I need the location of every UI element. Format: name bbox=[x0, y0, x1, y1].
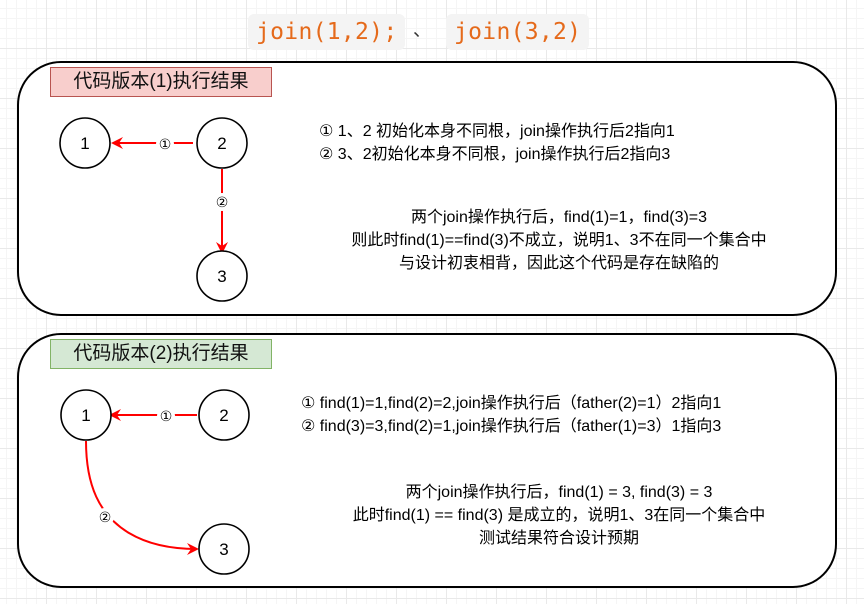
svg-text:2: 2 bbox=[219, 406, 228, 425]
panel-1-steps: ① 1、2 初始化本身不同根，join操作执行后2指向1 ② 3、2初始化本身不… bbox=[319, 120, 675, 166]
panel-1-tag: 代码版本(1)执行结果 bbox=[50, 67, 272, 97]
svg-text:3: 3 bbox=[219, 540, 228, 559]
step-line: ① 1、2 初始化本身不同根，join操作执行后2指向1 bbox=[319, 123, 675, 140]
summary-line: 两个join操作执行后，find(1)=1，find(3)=3 bbox=[410, 209, 708, 226]
step-line: ② find(3)=3,find(2)=1,join操作执行后（father(1… bbox=[301, 418, 722, 435]
panel-2-steps: ① find(1)=1,find(2)=2,join操作执行后（father(2… bbox=[301, 392, 721, 438]
edge-label-2: ② bbox=[216, 195, 229, 211]
step-line: ① find(1)=1,find(2)=2,join操作执行后（father(2… bbox=[301, 395, 722, 412]
edge-label-2: ② bbox=[99, 510, 112, 526]
edge-label-1: ① bbox=[159, 137, 172, 153]
panel-version-2: 代码版本(2)执行结果 ① ② 1 2 3 ① find(1)=1,find(2 bbox=[17, 333, 837, 588]
svg-text:2: 2 bbox=[217, 134, 226, 153]
node-3: 3 bbox=[198, 523, 250, 575]
panel-1-summary: 两个join操作执行后，find(1)=1，find(3)=3 则此时find(… bbox=[259, 206, 859, 275]
svg-text:1: 1 bbox=[81, 406, 90, 425]
code-join-3-2: join(3,2) bbox=[446, 14, 590, 50]
node-3: 3 bbox=[196, 250, 248, 302]
node-1: 1 bbox=[59, 117, 111, 169]
panel-1-diagram: ① ② 1 2 3 bbox=[59, 117, 248, 302]
edge-1-to-3 bbox=[85, 440, 199, 555]
node-2: 2 bbox=[196, 117, 248, 169]
panel-version-1: 代码版本(1)执行结果 ① ② 1 2 3 ① 1、2 初始化本身不同根，joi bbox=[17, 61, 837, 316]
summary-line: 两个join操作执行后，find(1) = 3, find(3) = 3 bbox=[405, 484, 713, 501]
summary-line: 则此时find(1)==find(3)不成立，说明1、3不在同一个集合中 bbox=[351, 232, 767, 249]
summary-line: 与设计初衷相背，因此这个代码是存在缺陷的 bbox=[398, 255, 719, 272]
step-line: ② 3、2初始化本身不同根，join操作执行后2指向3 bbox=[319, 146, 671, 163]
node-1: 1 bbox=[60, 389, 112, 441]
svg-text:3: 3 bbox=[217, 267, 226, 286]
summary-line: 测试结果符合设计预期 bbox=[478, 530, 639, 547]
panel-2-diagram: ① ② 1 2 3 bbox=[60, 389, 250, 575]
panel-2-summary: 两个join操作执行后，find(1) = 3, find(3) = 3 此时f… bbox=[259, 481, 859, 550]
node-2: 2 bbox=[198, 389, 250, 441]
title-separator: 、 bbox=[413, 20, 431, 40]
edge-label-1: ① bbox=[160, 409, 173, 425]
summary-line: 此时find(1) == find(3) 是成立的，说明1、3在同一个集合中 bbox=[352, 507, 766, 524]
svg-text:1: 1 bbox=[80, 134, 89, 153]
code-join-1-2: join(1,2); bbox=[248, 14, 406, 50]
title-row: join(1,2); 、 join(3,2) bbox=[0, 12, 864, 52]
panel-2-tag: 代码版本(2)执行结果 bbox=[50, 339, 272, 369]
